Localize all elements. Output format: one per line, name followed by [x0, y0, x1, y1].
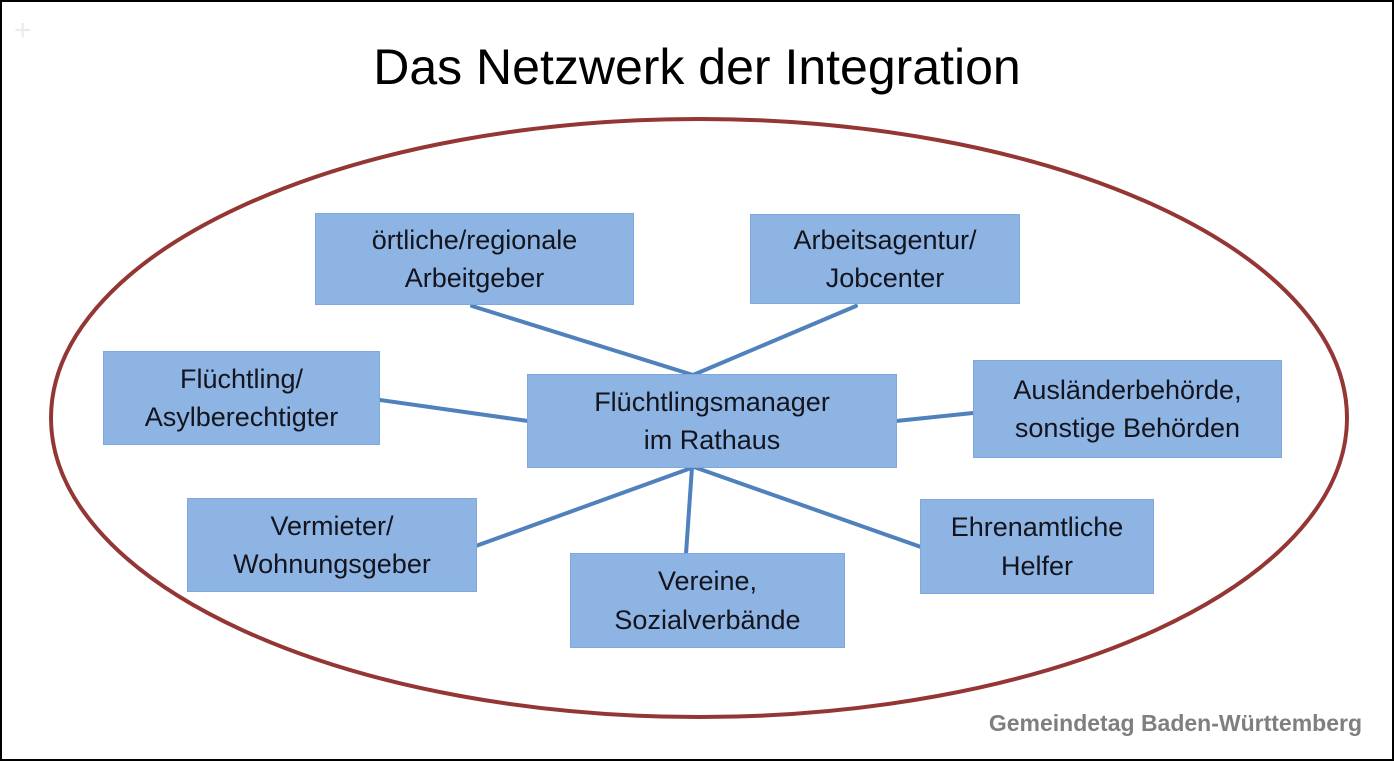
- connector-center-to-arbeitsagentur: [691, 304, 858, 377]
- node-ehrenamtliche-helfer: Ehrenamtliche Helfer: [920, 499, 1154, 594]
- node-oertliche-regionale-arbeitgeber: örtliche/regionale Arbeitgeber: [315, 213, 634, 305]
- credit-text: Gemeindetag Baden-Württemberg: [988, 710, 1362, 736]
- connector-center-to-ehrenamtliche: [692, 465, 923, 549]
- connector-center-to-fluechtling: [378, 398, 530, 423]
- connector-center-to-oertliche: [470, 304, 695, 377]
- cursor-plus-mark: +: [14, 14, 32, 47]
- node-fluechtling-asylberechtigter: Flüchtling/ Asylberechtigter: [103, 351, 380, 445]
- page-title: Das Netzwerk der Integration: [373, 39, 1021, 95]
- connector-center-to-vermieter: [471, 465, 696, 549]
- connector-center-to-auslaenderbehoerde: [894, 411, 975, 423]
- node-auslaenderbehoerde-sonstige-behoerden: Ausländerbehörde, sonstige Behörden: [973, 360, 1282, 458]
- node-vermieter-wohnungsgeber: Vermieter/ Wohnungsgeber: [187, 498, 477, 592]
- network-boundary-ellipse: [49, 117, 1349, 719]
- node-vereine-sozialverbaende: Vereine, Sozialverbände: [570, 553, 845, 648]
- connector-center-to-vereine: [684, 465, 694, 556]
- node-fluechtlingsmanager-im-rathaus: Flüchtlingsmanager im Rathaus: [527, 374, 897, 468]
- node-arbeitsagentur-jobcenter: Arbeitsagentur/ Jobcenter: [750, 214, 1020, 304]
